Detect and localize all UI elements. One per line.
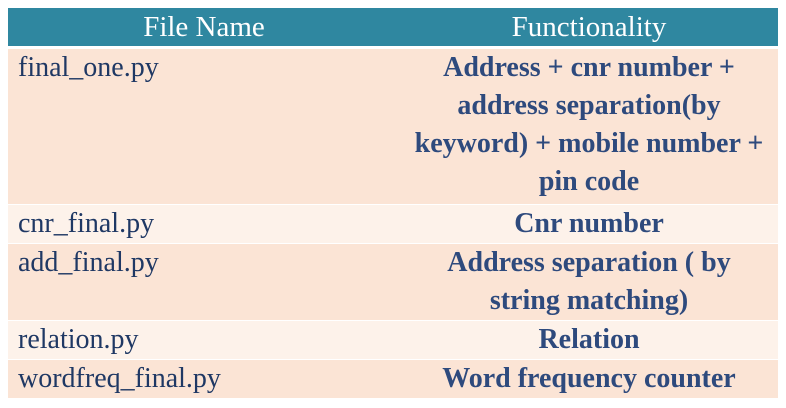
header-row: File Name Functionality <box>8 8 778 49</box>
table-row: wordfreq_final.py Word frequency counter <box>8 359 778 399</box>
table-row: final_one.py Address + cnr number + addr… <box>8 47 778 205</box>
file-name-cell: relation.py <box>8 320 400 360</box>
file-functionality-table: File Name Functionality final_one.py Add… <box>8 8 778 399</box>
file-name-cell: wordfreq_final.py <box>8 359 400 399</box>
header-functionality: Functionality <box>400 8 778 49</box>
file-name-cell: final_one.py <box>8 47 400 205</box>
file-name-cell: cnr_final.py <box>8 204 400 244</box>
functionality-cell: Cnr number <box>400 204 778 244</box>
table-row: add_final.py Address separation ( by str… <box>8 243 778 321</box>
functionality-cell: Address separation ( by string matching) <box>400 243 778 321</box>
header-file-name: File Name <box>8 8 400 49</box>
file-name-cell: add_final.py <box>8 243 400 321</box>
functionality-cell: Relation <box>400 320 778 360</box>
table-row: cnr_final.py Cnr number <box>8 204 778 244</box>
functionality-cell: Address + cnr number + address separatio… <box>400 47 778 205</box>
table-row: relation.py Relation <box>8 320 778 360</box>
functionality-cell: Word frequency counter <box>400 359 778 399</box>
